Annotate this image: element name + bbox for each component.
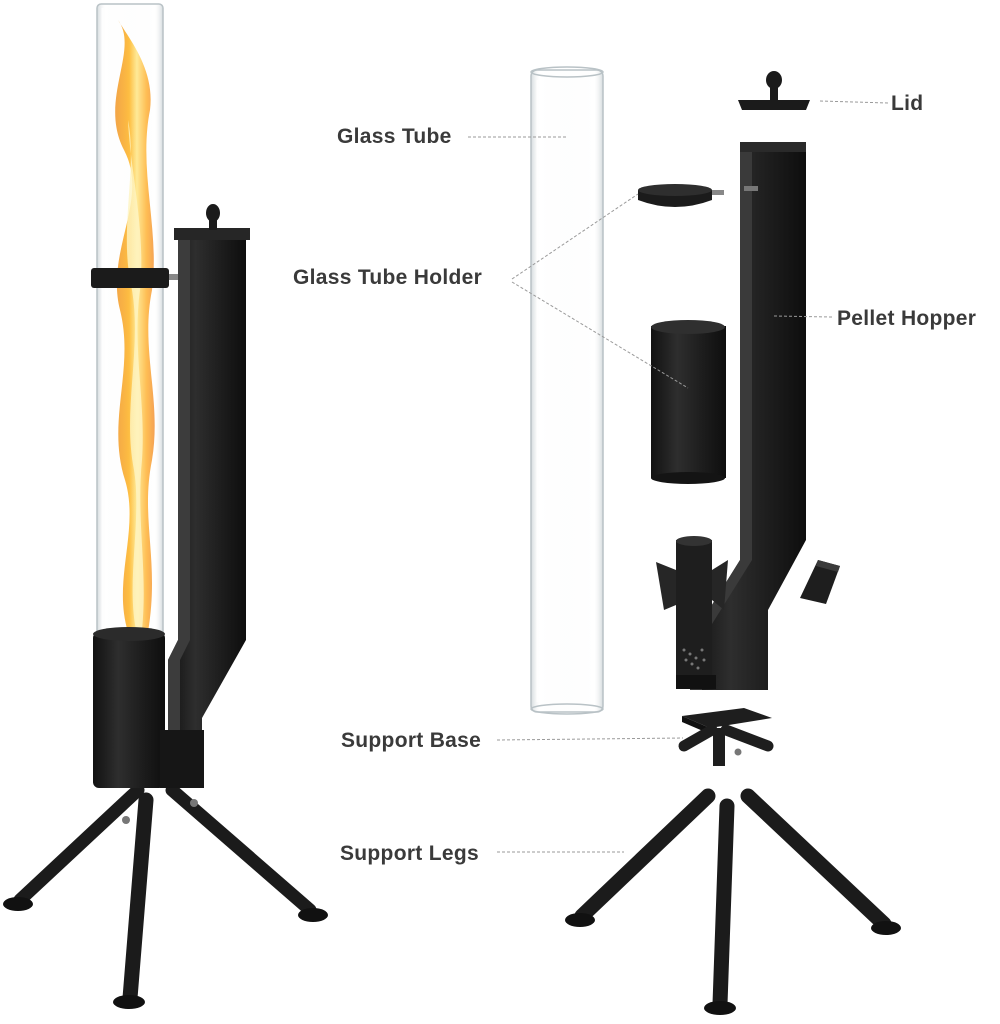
assembled-legs [3,783,328,1009]
leader-lines [468,100,889,853]
exploded-support-legs [565,788,901,1015]
label-glass-tube: Glass Tube [337,125,452,148]
leader-support-base [496,737,684,741]
label-support-legs: Support Legs [340,842,479,865]
label-pellet-hopper: Pellet Hopper [837,307,977,330]
assembled-hopper [168,204,250,760]
leader-holder-sleeve [511,281,689,389]
exploded-tube-holder-ring [638,184,724,207]
label-support-base: Support Base [341,729,482,752]
exploded-glass-tube [530,66,604,715]
exploded-burner-insert [656,536,728,689]
label-lid: Lid [891,92,924,115]
label-glass-tube-holder: Glass Tube Holder [293,266,483,289]
leader-lid [819,100,889,104]
assembled-stove [3,3,328,1009]
exploded-support-base [678,708,774,766]
assembled-tube-holder [91,268,183,288]
exploded-hopper-door [800,560,840,604]
exploded-lid [738,71,810,110]
leader-holder-ring [511,193,639,280]
assembled-burner [93,627,204,788]
assembled-glass-tube [96,3,164,643]
exploded-burner-sleeve [651,320,726,484]
